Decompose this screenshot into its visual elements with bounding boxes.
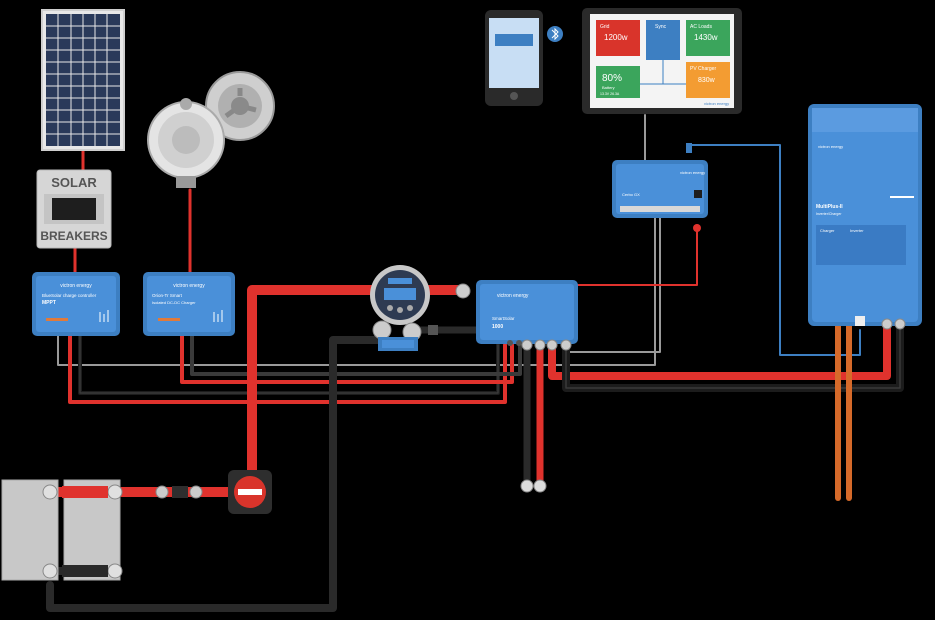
cerbo-gx: victron energy Cerbo GX [612, 143, 708, 232]
battery-monitor-icon [370, 265, 471, 325]
dc-load-terminals [520, 479, 547, 493]
display-pv-value: 830w [698, 77, 716, 84]
display-grid-value: 1200w [604, 33, 628, 42]
wire-orion-positive [180, 333, 514, 384]
orion-dc-dc-charger: victron energy Orion-Tr Smart Isolated D… [143, 272, 235, 336]
wire-orion-negative [190, 333, 522, 376]
cerbo-title: Cerbo GX [622, 192, 640, 197]
wire-vebus-blue [689, 144, 861, 356]
mppt-title: BlueSolar charge controller [42, 293, 97, 298]
multiplus-section2: Inverter [850, 228, 864, 233]
monitor-terminal [455, 283, 471, 299]
display-ac-loads-label: AC Loads [690, 24, 712, 30]
wires [45, 114, 904, 612]
multiplus-subtitle: Inverter/Charger [816, 212, 842, 216]
solar-breakers-line2: BREAKERS [40, 229, 107, 243]
wire-mppt-negative-outline [79, 334, 499, 394]
multiplus-brand: victron energy [818, 144, 843, 149]
orion-subtitle: Isolated DC-DC Charger [152, 300, 196, 305]
multiplus-title: MultiPlus-II [816, 204, 843, 210]
solar-breakers-line1: SOLAR [51, 175, 97, 190]
battery-bank-icon [1, 479, 123, 581]
smart-distributor: victron energy SmartSolar 1000 [476, 280, 578, 351]
smartphone-icon [485, 10, 543, 106]
wire-main-positive-trunk [247, 285, 465, 485]
orion-brand: victron energy [173, 283, 205, 289]
inline-fuse [155, 485, 203, 499]
wire-comm-grey-cerbo-to-lynx [569, 214, 661, 353]
alternator-icon [147, 71, 275, 188]
bluetooth-icon [547, 26, 563, 42]
multiplus-section1: Charger [820, 228, 835, 233]
solar-panel-icon [41, 9, 125, 151]
cerbo-brand: victron energy [680, 170, 705, 175]
display-pv-label: PV Charger [690, 66, 716, 72]
mppt-charge-controller: victron energy BlueSolar charge controll… [32, 272, 120, 336]
wire-cerbo-power [574, 224, 698, 286]
shunt [372, 320, 438, 351]
display-brand: victron energy [704, 101, 729, 106]
display-bus-label: Sync [655, 24, 667, 30]
display-battery-label: Battery [602, 85, 615, 90]
cerbo-port [693, 224, 701, 232]
tile-sync [646, 20, 680, 60]
mppt-brand: victron energy [60, 283, 92, 289]
display-ac-loads-value: 1430w [694, 33, 718, 42]
tile-battery [596, 66, 640, 98]
wire-lynx-to-multi-negative-outline [565, 325, 901, 389]
wire-comm-grey-bottom [57, 214, 656, 366]
battery-switch-icon [228, 470, 272, 514]
display-battery-value: 80% [602, 73, 622, 84]
lynx-model: 1000 [492, 324, 503, 330]
lynx-title: SmartSolar [492, 316, 515, 321]
wire-lynx-to-multi-positive [548, 322, 891, 380]
wire-main-negative-trunk [46, 336, 384, 612]
tile-grid [596, 20, 640, 56]
orion-title: Orion-Tr Smart [152, 293, 183, 298]
lynx-brand: victron energy [497, 293, 529, 299]
solar-breakers-box: SOLAR BREAKERS [36, 169, 112, 249]
multiplus-inverter: victron energy MultiPlus-II Inverter/Cha… [808, 104, 922, 330]
display-grid-label: Grid [600, 24, 610, 30]
display-battery-detail: 13.3V 26.3A [600, 92, 620, 96]
mppt-model: MPPT [42, 300, 56, 306]
tile-ac-loads [686, 20, 730, 56]
tile-pv-charger [686, 62, 730, 98]
touch-display: Grid 1200w Sync AC Loads 1430w 80% Batte… [582, 8, 742, 114]
